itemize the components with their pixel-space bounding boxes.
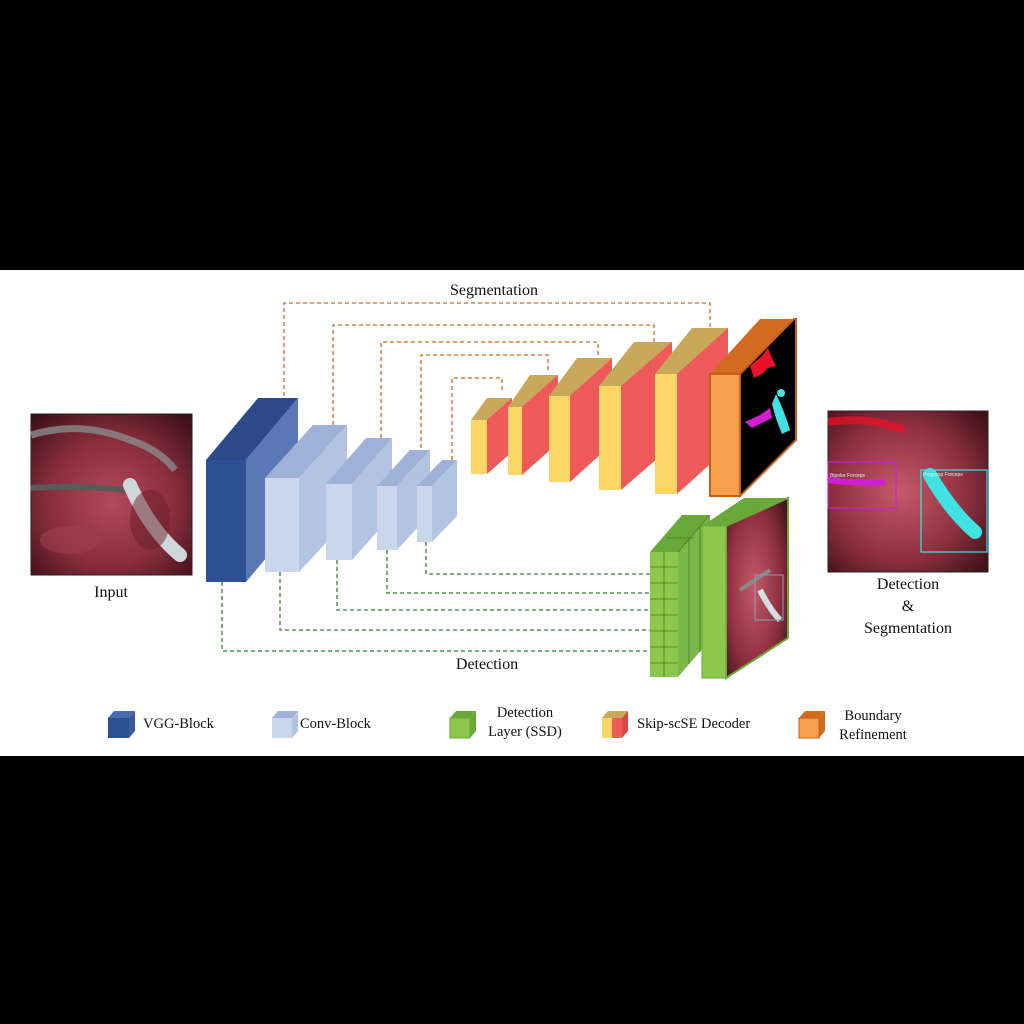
detection-title: Detection bbox=[456, 656, 518, 673]
detection-connections bbox=[221, 542, 650, 652]
legend: VGG-Block Conv-Block Detection Layer (SS… bbox=[108, 705, 907, 743]
seg-skip-line-3 bbox=[380, 341, 599, 438]
seg-skip-line-2 bbox=[332, 324, 655, 425]
output-label-line3: Segmentation bbox=[864, 620, 952, 637]
conv-block-2 bbox=[326, 438, 392, 560]
output-image: Bipolar Forceps Prograsp Forceps bbox=[827, 410, 989, 573]
det-line-2 bbox=[279, 572, 650, 631]
architecture-diagram: Segmentation Detection Input bbox=[29, 282, 989, 743]
input-label: Input bbox=[94, 584, 128, 601]
conv-block-3 bbox=[377, 450, 430, 550]
output-label-line2: & bbox=[902, 598, 915, 615]
legend-boundary-label-line2: Refinement bbox=[839, 727, 907, 743]
decoder-block-1 bbox=[471, 398, 512, 474]
det-line-5 bbox=[425, 542, 650, 575]
output-box-label-2: Prograsp Forceps bbox=[923, 472, 963, 478]
legend-boundary-refinement: Boundary Refinement bbox=[798, 708, 907, 743]
legend-vgg-label: VGG-Block bbox=[143, 716, 215, 732]
output-box-label-1: Bipolar Forceps bbox=[830, 473, 866, 479]
legend-conv-label: Conv-Block bbox=[300, 716, 372, 732]
boundary-refinement-block bbox=[709, 318, 797, 499]
det-line-3 bbox=[336, 560, 650, 611]
input-image bbox=[29, 413, 193, 576]
legend-vgg-block: VGG-Block bbox=[108, 711, 215, 738]
segmentation-title: Segmentation bbox=[450, 282, 538, 299]
legend-boundary-label-line1: Boundary bbox=[844, 708, 902, 724]
legend-decoder-label: Skip-scSE Decoder bbox=[637, 716, 750, 732]
legend-detection-label-line1: Detection bbox=[497, 705, 554, 721]
segmentation-connections bbox=[283, 302, 711, 460]
seg-skip-line-5 bbox=[451, 377, 503, 460]
det-line-4 bbox=[386, 550, 650, 594]
det-line-1 bbox=[221, 582, 650, 652]
legend-conv-block: Conv-Block bbox=[272, 711, 372, 738]
output-label-line1: Detection bbox=[877, 576, 939, 593]
legend-decoder: Skip-scSE Decoder bbox=[602, 711, 750, 738]
detection-output-block bbox=[701, 496, 789, 680]
conv-block-1 bbox=[265, 425, 347, 572]
legend-detection-layer: Detection Layer (SSD) bbox=[449, 705, 562, 740]
seg-skip-line-4 bbox=[420, 354, 549, 448]
legend-detection-label-line2: Layer (SSD) bbox=[488, 724, 562, 740]
architecture-figure: Segmentation Detection Input bbox=[0, 270, 1024, 756]
detection-grid-block bbox=[650, 514, 711, 677]
conv-block-4 bbox=[417, 460, 457, 542]
